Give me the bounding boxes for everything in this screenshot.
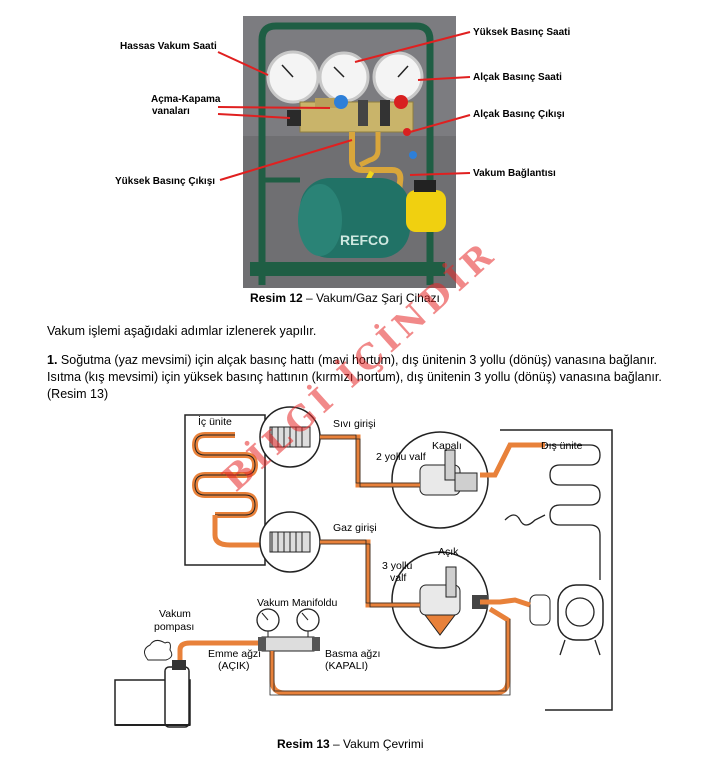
paragraph-step-1: 1. Soğutma (yaz mevsimi) için alçak bası… — [47, 352, 672, 403]
shutoff-valve — [287, 110, 301, 126]
refrigerant-lines — [320, 434, 545, 608]
label-vakum-baglantisi: Vakum Bağlantısı — [473, 168, 556, 179]
vacuum-gauge — [266, 50, 320, 104]
label-3-yollu: 3 yollu — [382, 560, 413, 572]
red-valve-knob — [394, 95, 408, 109]
vacuum-manifold — [256, 608, 320, 652]
label-ic-unite: İç ünite — [198, 416, 232, 428]
vacuum-hoses — [177, 606, 511, 696]
caption-resim-13-number: Resim 13 — [277, 737, 330, 751]
outdoor-unit-box — [500, 429, 613, 711]
label-kapali-paren: (KAPALI) — [325, 660, 368, 672]
label-emme-agzi: Emme ağzı — [208, 648, 262, 660]
indoor-unit-box — [184, 414, 266, 566]
caption-resim-13: Resim 13 – Vakum Çevrimi — [277, 737, 424, 751]
label-basma-agzi: Basma ağzı — [325, 648, 381, 660]
vacuum-pump-drawing — [114, 639, 191, 728]
caption-resim-12: Resim 12 – Vakum/Gaz Şarj Cihazı — [250, 291, 440, 305]
label-vakum: Vakum — [159, 608, 191, 620]
step-number: 1. — [47, 353, 58, 367]
vacuum-pump: REFCO — [298, 178, 446, 258]
label-acik-paren: (AÇIK) — [218, 660, 250, 672]
low-pressure-gauge — [372, 51, 424, 103]
caption-resim-13-text: – Vakum Çevrimi — [329, 737, 424, 751]
gas-line-fitting — [259, 511, 321, 573]
brand-text: REFCO — [340, 232, 389, 248]
label-vanalari: vanaları — [152, 106, 190, 117]
label-pompasi: pompası — [154, 621, 195, 633]
vacuum-cycle-diagram — [114, 406, 613, 728]
center-valve-knob — [358, 100, 368, 126]
annotation-arrows — [217, 31, 471, 181]
label-dis-unite: Dış ünite — [541, 440, 583, 452]
compressor — [529, 584, 604, 656]
label-alcak-basinc-cikisi: Alçak Basınç Çıkışı — [473, 109, 565, 120]
blue-valve-knob — [334, 95, 348, 109]
outdoor-coil — [545, 444, 601, 580]
frame-base — [250, 262, 445, 276]
caption-resim-12-number: Resim 12 — [250, 291, 303, 305]
label-acik: Açık — [438, 546, 459, 558]
vacuum-charging-unit-photo: REFCO — [217, 16, 471, 288]
caption-resim-12-text: – Vakum/Gaz Şarj Cihazı — [302, 291, 440, 305]
label-gaz-girisi: Gaz girişi — [333, 522, 377, 534]
label-vakum-manifoldu: Vakum Manifoldu — [257, 597, 338, 609]
label-sivi-girisi: Sıvı girişi — [333, 418, 376, 430]
label-yuksek-basinc-cikisi: Yüksek Basınç Çıkışı — [115, 176, 216, 187]
label-kapali: Kapalı — [432, 440, 462, 452]
label-acma-kapama: Açma-Kapama — [151, 94, 221, 105]
paragraph-intro: Vakum işlemi aşağıdaki adımlar izlenerek… — [47, 324, 317, 338]
label-yuksek-basinc-saati: Yüksek Basınç Saati — [473, 27, 571, 38]
brass-pipe — [349, 132, 404, 201]
label-alcak-basinc-saati: Alçak Basınç Saati — [473, 72, 562, 83]
two-way-valve — [391, 431, 489, 529]
frame-handle — [258, 22, 434, 285]
label-valf: valf — [390, 572, 407, 584]
label-hassas-vakum-saati: Hassas Vakum Saati — [120, 41, 217, 52]
step-text: Soğutma (yaz mevsimi) için alçak basınç … — [47, 353, 662, 401]
label-2-yollu-valf: 2 yollu valf — [376, 451, 426, 463]
